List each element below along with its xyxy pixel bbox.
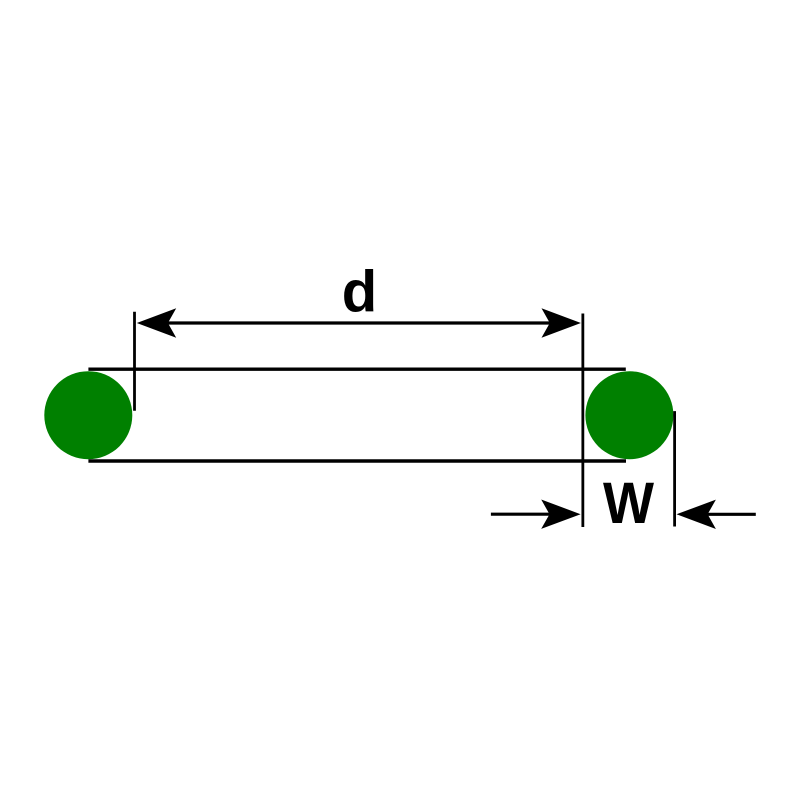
svg-text:d: d: [342, 260, 377, 325]
svg-text:W: W: [603, 471, 654, 536]
